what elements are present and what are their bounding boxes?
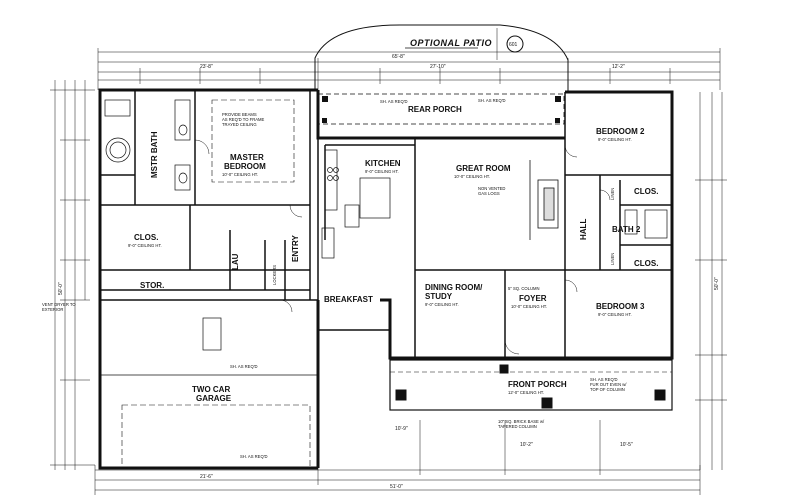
master-bedroom-label-1: MASTER xyxy=(230,153,264,162)
rear-dim-1: 23'-8" xyxy=(200,64,213,70)
trayed-ceiling xyxy=(211,99,295,183)
linen-label-1: LINEN xyxy=(610,188,615,200)
garage-note: SH. AS REQ'D xyxy=(230,364,258,369)
overall-bottom-dim: 51'-0" xyxy=(390,484,403,490)
great-room-label: GREAT ROOM xyxy=(456,164,511,173)
garage-label-1: TWO CAR xyxy=(192,385,230,394)
bottom-dim-3: 10'-2" xyxy=(520,442,533,448)
front-porch-ceiling: 12'-0" CEILING HT. xyxy=(508,390,544,395)
closet-ceiling: 9'-0" CEILING HT. xyxy=(128,243,162,248)
furr-note-2: FUR OUT EVEN w/ xyxy=(590,382,627,387)
clos-label-2: CLOS. xyxy=(634,259,658,268)
rear-dim-2: 27'-10" xyxy=(430,64,446,70)
garage xyxy=(100,317,318,468)
kitchen-ceiling: 9'-0" CEILING HT. xyxy=(365,169,399,174)
porch-column-note-2: TAPERED COLUMN xyxy=(498,424,537,429)
optional-patio-outline xyxy=(314,24,569,92)
rear-porch-note-2: SH. AS REQ'D xyxy=(478,98,506,103)
door-swings xyxy=(194,139,611,355)
patio-tag-label: 601 xyxy=(509,42,518,48)
master-ceiling: 10'-0" CEILING HT. xyxy=(222,172,258,177)
left-dimensions xyxy=(50,80,95,470)
linen-label-2: LINEN xyxy=(610,253,615,265)
furr-note-1: SH. AS REQ'D xyxy=(590,377,618,382)
column-note: 5" SQ. COLUMN xyxy=(508,286,540,291)
garage-note-2: SH. AS REQ'D xyxy=(240,454,268,459)
clos-label-1: CLOS. xyxy=(634,187,658,196)
foyer-ceiling: 10'-0" CEILING HT. xyxy=(511,304,547,309)
closet-label: CLOS. xyxy=(134,233,158,242)
breakfast-label: BREAKFAST xyxy=(324,295,373,304)
beam-note-3: TRAYED CEILING xyxy=(222,122,257,127)
dining-label-2: STUDY xyxy=(425,292,453,301)
dining-ceiling: 9'-0" CEILING HT. xyxy=(425,302,459,307)
kitchen-label: KITCHEN xyxy=(365,159,401,168)
front-porch xyxy=(389,359,673,411)
bottom-dim-2: 10'-9" xyxy=(395,426,408,432)
exterior-walls xyxy=(98,88,674,470)
foyer-label: FOYER xyxy=(519,294,547,303)
bath2-label: BATH 2 xyxy=(612,225,641,234)
front-porch-label: FRONT PORCH xyxy=(508,380,567,389)
left-overall-dim: 50'-0" xyxy=(58,282,64,295)
furr-note-3: TOP OF COLUMN xyxy=(590,387,625,392)
rear-porch xyxy=(317,93,565,125)
fireplace-note-1: NON VENTED xyxy=(478,186,505,191)
mstr-bath-label: MSTR BATH xyxy=(150,131,159,178)
vent-note-2: EXTERIOR xyxy=(42,307,63,312)
great-room-ceiling: 10'-0" CEILING HT. xyxy=(454,174,490,179)
garage-label-2: GARAGE xyxy=(196,394,232,403)
bedroom3-ceiling: 9'-0" CEILING HT. xyxy=(598,312,632,317)
bottom-dimensions xyxy=(94,420,701,495)
stor-label: STOR. xyxy=(140,281,164,290)
overall-width-dim: 65'-8" xyxy=(392,54,405,60)
beam-note-2: AS REQ'D TO FRAME xyxy=(222,117,265,122)
dining-label-1: DINING ROOM/ xyxy=(425,283,483,292)
interior-walls xyxy=(100,90,672,358)
right-overall-dim: 50'-0" xyxy=(714,277,720,290)
bedroom2-label: BEDROOM 2 xyxy=(596,127,645,136)
bottom-dim-1: 21'-6" xyxy=(200,474,213,480)
hall-label: HALL xyxy=(579,219,588,240)
right-dimensions xyxy=(695,92,727,470)
beam-note-1: PROVIDE BEAMS xyxy=(222,112,257,117)
bottom-dim-4: 10'-5" xyxy=(620,442,633,448)
optional-patio-label: OPTIONAL PATIO xyxy=(410,38,492,48)
bath-fixtures xyxy=(104,99,668,239)
rear-porch-note: SH. AS REQ'D xyxy=(380,99,408,104)
lockers-label: LOCKERS xyxy=(272,265,277,285)
rear-porch-label: REAR PORCH xyxy=(408,105,462,114)
kitchen-fixtures xyxy=(321,149,391,259)
laundry-label: LAU xyxy=(231,253,240,270)
bedroom2-ceiling: 9'-0" CEILING HT. xyxy=(598,137,632,142)
vent-note-1: VENT DRYER TO xyxy=(42,302,76,307)
porch-column-note-1: 10" SQ. BRICK BASE w/ xyxy=(498,419,545,424)
fireplace-note-2: GAS LOGS xyxy=(478,191,500,196)
master-bedroom-label-2: BEDROOM xyxy=(224,162,266,171)
top-dimensions xyxy=(97,48,721,90)
fireplace xyxy=(529,160,559,240)
rear-dim-3: 12'-2" xyxy=(612,64,625,70)
bedroom3-label: BEDROOM 3 xyxy=(596,302,645,311)
entry-label: ENTRY xyxy=(291,235,300,262)
